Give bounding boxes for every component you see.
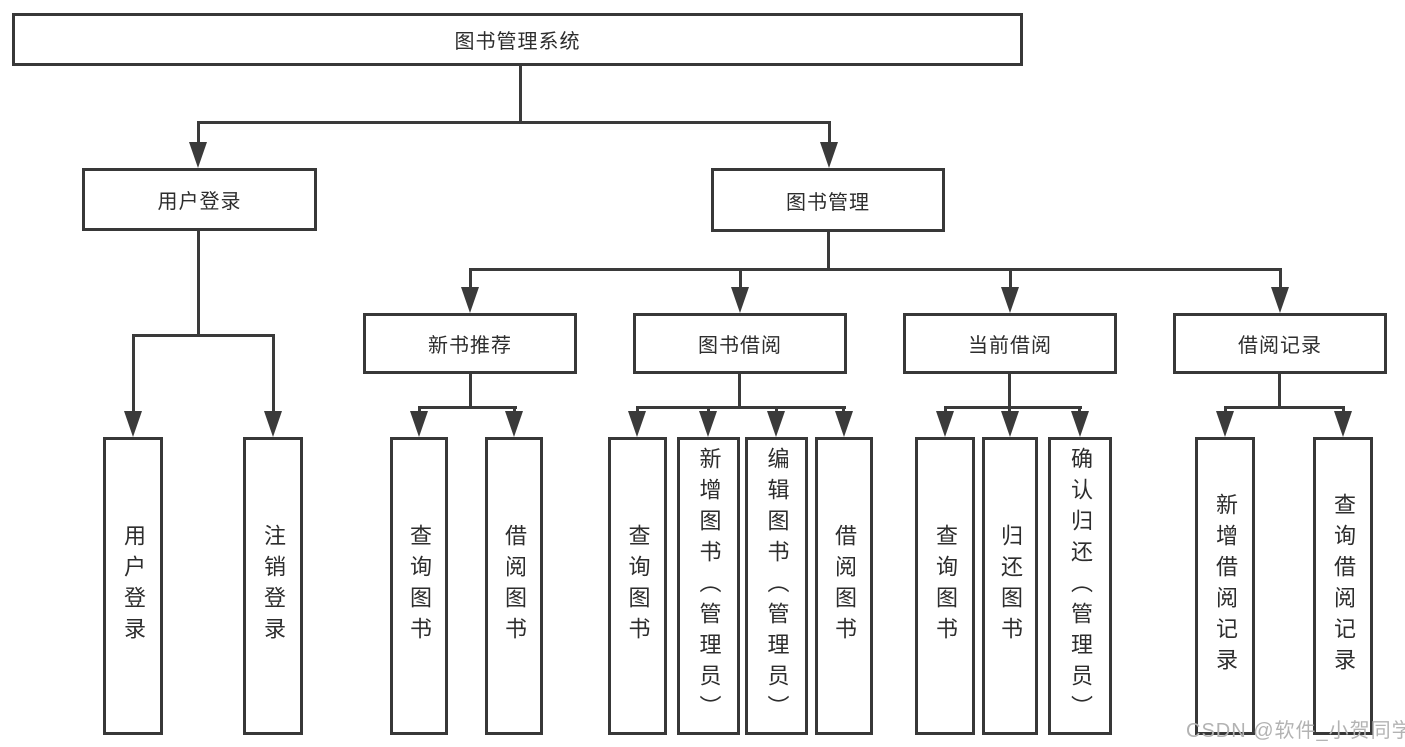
leaf-query-books-2-label: 查询图书 [625,524,651,648]
leaf-confirm-return-admin: 确认归还（管理员） [1048,437,1112,735]
arrow-down-icon [628,411,646,437]
leaf-query-books-1: 查询图书 [390,437,448,735]
connector-line [1342,406,1345,415]
connector-line [636,406,846,409]
node-book-borrow-label: 图书借阅 [698,335,782,357]
arrow-down-icon [767,411,785,437]
leaf-edit-books-admin-label: 编辑图书（管理员） [764,446,790,726]
connector-line [418,406,421,415]
arrow-down-icon [835,411,853,437]
leaf-confirm-return-admin-label: 确认归还（管理员） [1068,446,1093,726]
leaf-query-books-2: 查询图书 [608,437,667,735]
arrow-down-icon [410,411,428,437]
connector-line [828,121,831,147]
connector-line [418,406,517,409]
leaf-borrow-books-1-label: 借阅图书 [502,524,527,648]
node-user-login-label: 用户登录 [157,191,242,213]
leaf-user-login-label: 用户登录 [121,524,146,648]
arrow-down-icon [820,142,838,168]
connector-line [1008,374,1011,409]
arrow-down-icon [731,287,749,313]
node-book-management: 图书管理 [711,168,945,232]
leaf-borrow-books-2-label: 借阅图书 [832,524,857,648]
connector-line [469,374,472,409]
arrow-down-icon [1334,411,1352,437]
node-book-management-label: 图书管理 [786,191,870,214]
leaf-return-books: 归还图书 [982,437,1038,735]
leaf-user-login: 用户登录 [103,437,163,735]
arrow-down-icon [264,411,282,437]
arrow-down-icon [1271,287,1289,313]
arrow-down-icon [505,411,523,437]
csdn-watermark: CSDN @软件_小贺同学 [1186,720,1405,742]
connector-line [469,268,1282,271]
connector-line [738,374,741,409]
connector-line [197,121,200,147]
arrow-down-icon [1216,411,1234,437]
leaf-borrow-books-2: 借阅图书 [815,437,873,735]
arrow-down-icon [936,411,954,437]
connector-line [842,406,845,415]
leaf-query-books-3-label: 查询图书 [933,524,958,648]
leaf-logout: 注销登录 [243,437,303,735]
connector-line [197,231,200,336]
leaf-edit-books-admin: 编辑图书（管理员） [745,437,808,735]
node-borrow-records: 借阅记录 [1173,313,1387,374]
connector-line [132,334,275,337]
node-borrow-records-label: 借阅记录 [1238,335,1322,357]
connector-line [1224,406,1345,409]
connector-line [519,66,522,123]
connector-line [636,406,639,415]
connector-line [1009,268,1012,291]
leaf-return-books-label: 归还图书 [998,524,1023,648]
leaf-add-books-admin-label: 新增图书（管理员） [696,446,722,726]
node-library-system: 图书管理系统 [12,13,1023,66]
arrow-down-icon [1071,411,1089,437]
connector-line [1224,406,1227,415]
connector-line [1279,268,1282,291]
arrow-down-icon [1001,411,1019,437]
connector-line [272,334,275,413]
node-library-system-label: 图书管理系统 [454,31,581,53]
arrow-down-icon [699,411,717,437]
node-user-login: 用户登录 [82,168,317,231]
leaf-add-borrow-record: 新增借阅记录 [1195,437,1255,735]
node-current-borrow: 当前借阅 [903,313,1117,374]
leaf-query-borrow-record: 查询借阅记录 [1313,437,1373,735]
node-current-borrow-label: 当前借阅 [968,335,1052,357]
connector-line [1278,374,1281,409]
connector-line [513,406,516,415]
node-new-book-recommend-label: 新书推荐 [428,335,512,357]
leaf-add-borrow-record-label: 新增借阅记录 [1213,493,1238,679]
node-new-book-recommend: 新书推荐 [363,313,577,374]
arrow-down-icon [1001,287,1019,313]
connector-line [739,268,742,291]
connector-line [469,268,472,291]
connector-line [1078,406,1081,415]
connector-line [132,334,135,413]
connector-line [197,121,831,124]
connector-line [827,232,830,270]
connector-line [1008,406,1011,415]
connector-line [707,406,710,415]
leaf-logout-label: 注销登录 [261,524,286,648]
connector-line [944,406,1082,409]
leaf-query-borrow-record-label: 查询借阅记录 [1331,493,1356,679]
connector-line [944,406,947,415]
leaf-borrow-books-1: 借阅图书 [485,437,543,735]
leaf-add-books-admin: 新增图书（管理员） [677,437,740,735]
leaf-query-books-1-label: 查询图书 [407,524,432,648]
arrow-down-icon [189,142,207,168]
arrow-down-icon [124,411,142,437]
leaf-query-books-3: 查询图书 [915,437,975,735]
node-book-borrow: 图书借阅 [633,313,847,374]
connector-line [775,406,778,415]
arrow-down-icon [461,287,479,313]
